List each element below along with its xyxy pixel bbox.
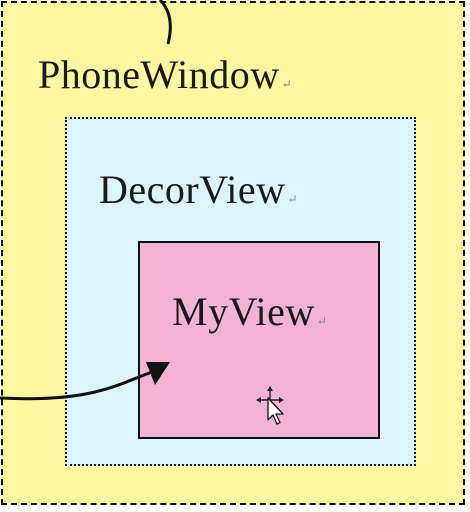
phone-window-label: PhoneWindow↵ <box>38 52 293 97</box>
decor-view-label: DecorView↵ <box>99 167 299 212</box>
my-view-label: MyView↵ <box>172 289 328 334</box>
paragraph-mark: ↵ <box>287 192 299 206</box>
paragraph-mark: ↵ <box>281 77 293 91</box>
my-view-box <box>138 241 380 439</box>
paragraph-mark: ↵ <box>316 314 328 328</box>
